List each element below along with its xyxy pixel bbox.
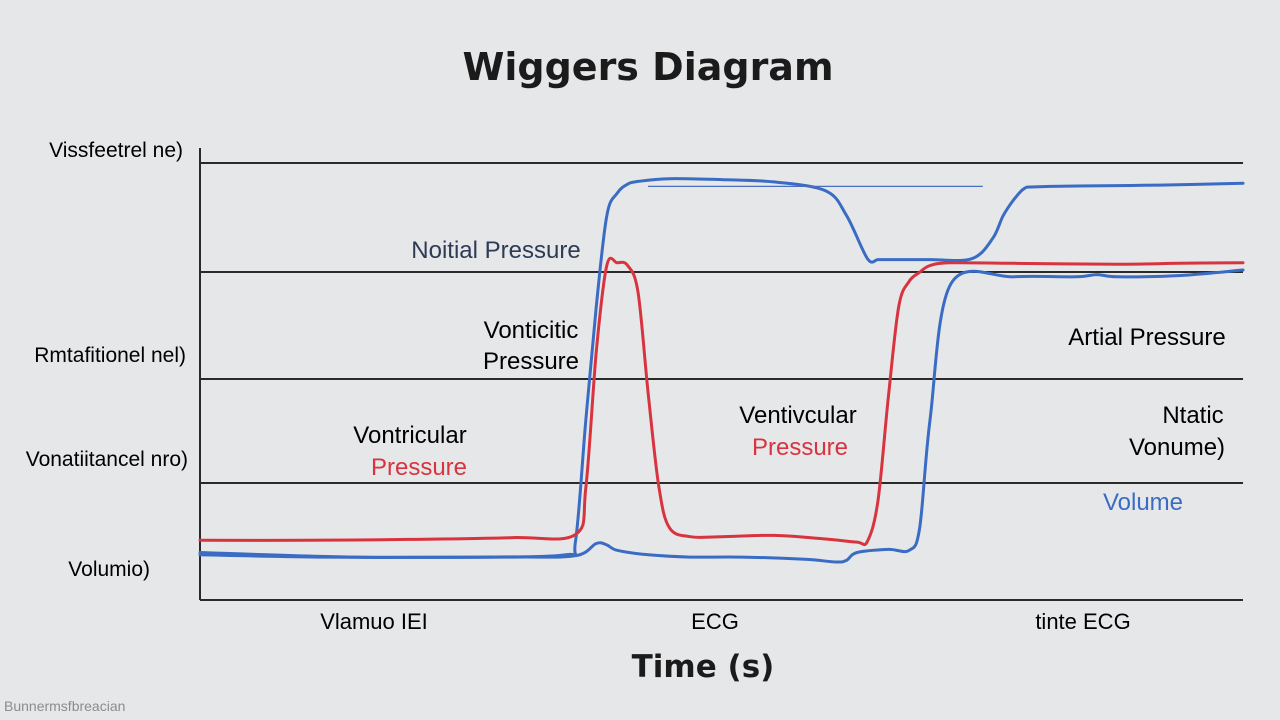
series-layer [198, 177, 1245, 564]
series-line-1 [198, 177, 1245, 559]
annotation-ventricular-2: Vontricular [353, 422, 466, 449]
annotation-atrial-pressure: Noitial Pressure [411, 237, 580, 264]
row-label-3: Vonatiitancel nro) [26, 448, 188, 471]
annotation-volume-2: Volume [1103, 489, 1183, 516]
annotation-ventricular-1: Vonticitic [484, 317, 579, 344]
annotation-pressure-2: Pressure [371, 454, 467, 481]
series-line-3 [198, 256, 1245, 547]
watermark: Bunnermsfbreacian [4, 698, 125, 714]
annotation-aortic: Ntatic [1162, 402, 1223, 429]
x-tick-label-2: ECG [691, 609, 739, 634]
row-label-1: Vissfeetrel ne) [49, 139, 183, 162]
x-tick-label-1: Vlamuo IEI [320, 609, 428, 634]
x-tick-label-3: tinte ECG [1035, 609, 1130, 634]
chart-title: Wiggers Diagram [462, 45, 833, 89]
x-axis-label: Time (s) [632, 649, 775, 685]
series-line-2 [198, 268, 1245, 564]
annotation-volume-1: Vonume) [1129, 434, 1225, 461]
annotation-pressure-1: Pressure [483, 348, 579, 375]
annotation-arterial-pressure: Artial Pressure [1068, 324, 1225, 351]
annotation-ventricular-3: Ventivcular [739, 402, 856, 429]
row-label-4: Volumio) [68, 558, 150, 581]
row-label-2: Rmtafitionel nel) [34, 344, 186, 367]
annotation-pressure-3: Pressure [752, 434, 848, 461]
axes [199, 148, 1243, 601]
